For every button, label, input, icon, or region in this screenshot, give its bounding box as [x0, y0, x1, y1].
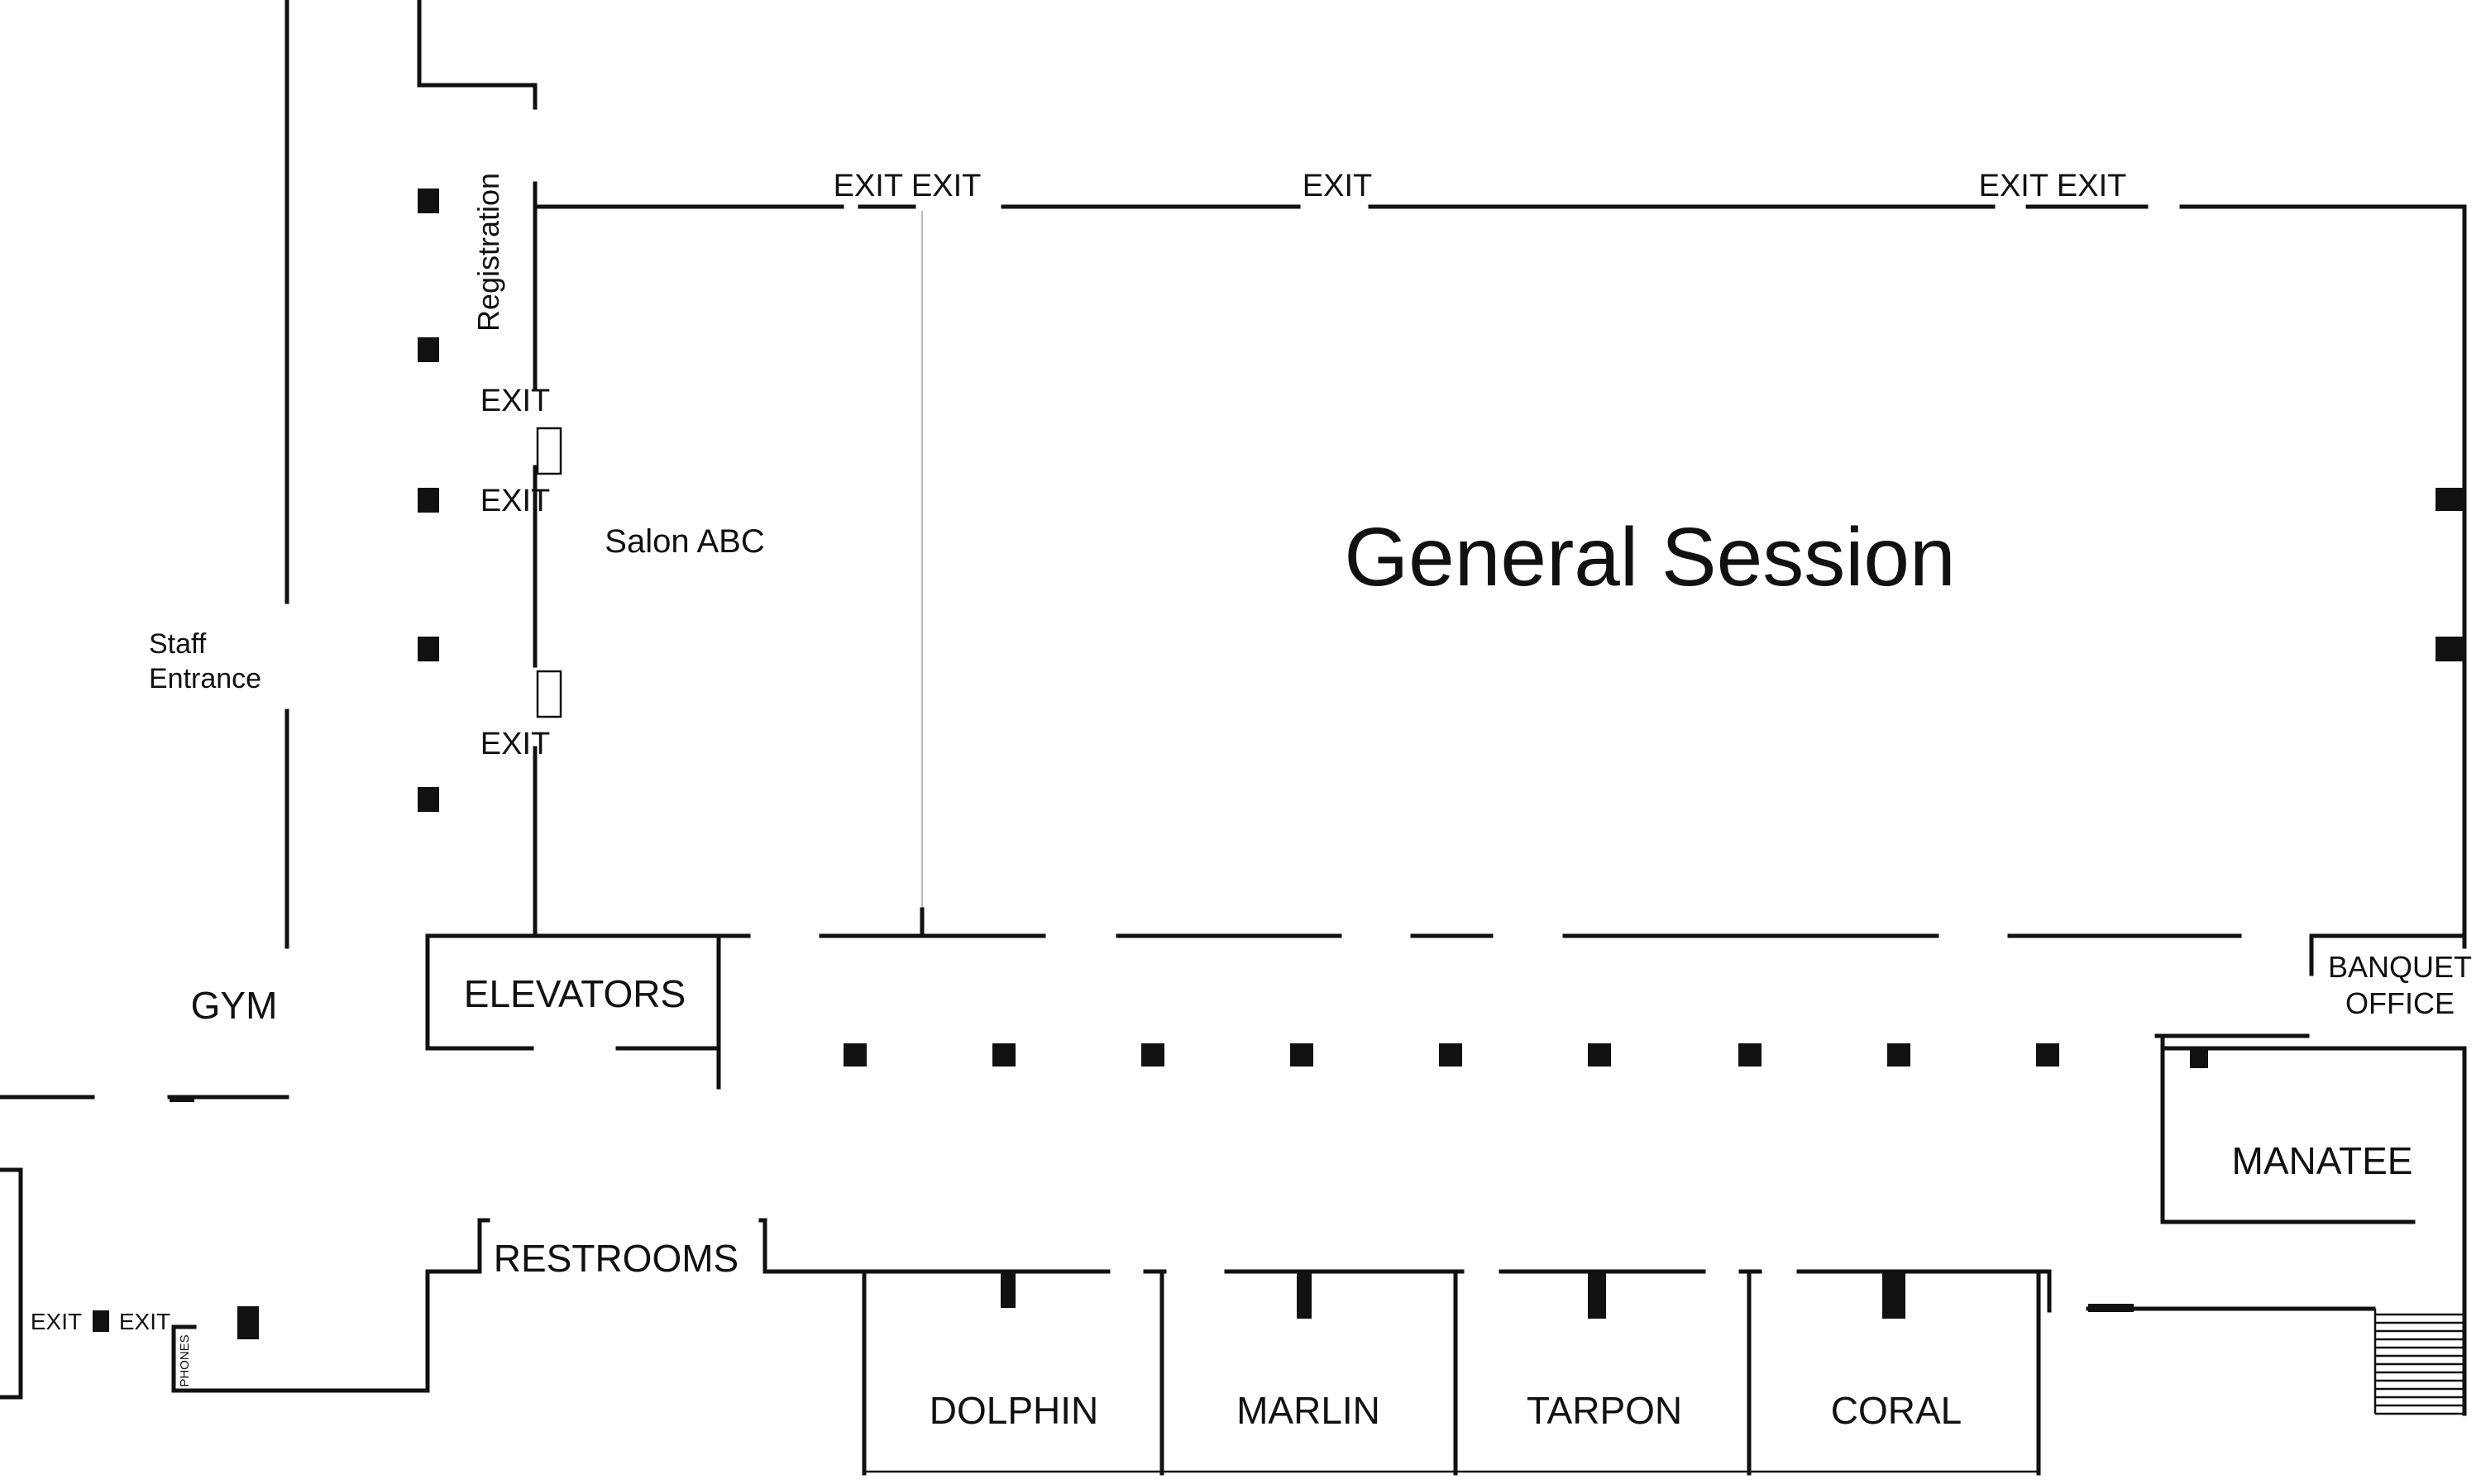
staircase — [2373, 1309, 2464, 1415]
exit-label-top-center: EXIT — [1303, 169, 1372, 203]
exit-label-bottom-left-1: EXIT — [31, 1309, 82, 1334]
phones-label: PHONES — [178, 1334, 192, 1386]
exit-label-top-right-pair: EXIT EXIT — [1979, 169, 2127, 203]
staff-entrance-label-line1: Staff — [149, 628, 207, 660]
room-label-restrooms: RESTROOMS — [494, 1237, 739, 1280]
room-label-coral: CORAL — [1831, 1389, 1962, 1432]
room-label-marlin: MARLIN — [1236, 1389, 1380, 1432]
room-label-tarpon: TARPON — [1527, 1389, 1682, 1432]
exit-label-west-2: EXIT — [480, 484, 550, 518]
room-label-gym: GYM — [191, 984, 278, 1027]
door-leaf — [536, 427, 562, 475]
room-label-banquet-office-line2: OFFICE — [2345, 986, 2455, 1020]
door-stop — [170, 1095, 194, 1102]
room-label-dolphin: DOLPHIN — [930, 1389, 1098, 1432]
staff-entrance-label-line2: Entrance — [149, 663, 261, 694]
door-leaf — [536, 670, 562, 718]
room-label-salon-abc: Salon ABC — [605, 523, 764, 560]
exit-label-top-left-pair: EXIT EXIT — [834, 169, 982, 203]
exit-label-west-1: EXIT — [480, 384, 550, 418]
columns — [93, 188, 2464, 1339]
room-label-elevators: ELEVATORS — [464, 972, 686, 1015]
registration-label: Registration — [471, 173, 505, 332]
exit-label-west-3: EXIT — [480, 727, 550, 761]
room-label-banquet-office-line1: BANQUET — [2328, 950, 2472, 984]
column — [2190, 1050, 2208, 1068]
exit-label-bottom-left-2: EXIT — [119, 1309, 170, 1334]
room-label-manatee: MANATEE — [2232, 1139, 2413, 1182]
room-label-general-session: General Session — [1344, 511, 1955, 604]
door-stop — [2088, 1304, 2134, 1312]
